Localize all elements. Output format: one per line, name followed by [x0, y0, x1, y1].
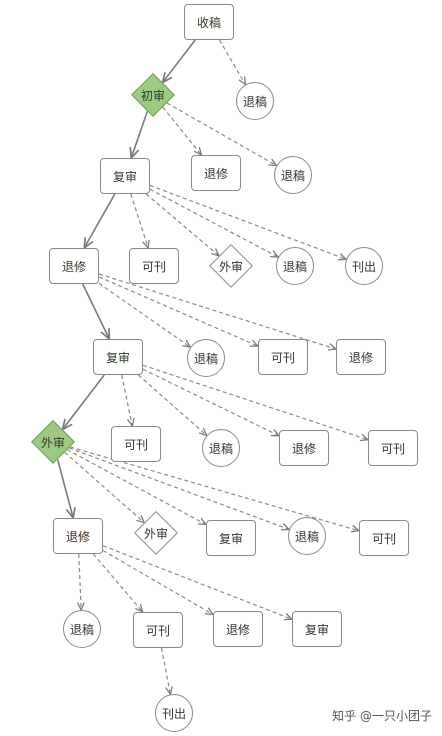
node-reject: 退稿 [187, 339, 225, 377]
branch-arrow [162, 106, 202, 155]
node-acceptable: 可刊 [133, 612, 183, 648]
node-label: 外审 [218, 259, 243, 274]
node-label: 退稿 [208, 441, 233, 456]
node-label: 可刊 [145, 623, 170, 638]
node-label: 刊出 [161, 706, 186, 721]
node-revise: 退修 [279, 430, 329, 466]
node-reject: 退稿 [274, 156, 312, 194]
node-label: 外审 [40, 435, 65, 450]
branch-arrow [145, 193, 219, 256]
node-label: 外审 [143, 526, 168, 541]
node-external-review: 外审 [31, 420, 75, 464]
main-flow-arrow [131, 111, 149, 158]
branch-arrow [218, 39, 245, 85]
node-acceptable: 可刊 [368, 430, 418, 466]
node-external-review: 外审 [209, 244, 253, 288]
node-re-review: 复审 [100, 158, 150, 194]
node-label: 退修 [61, 259, 86, 274]
node-receive: 收稿 [184, 4, 234, 40]
node-label: 退稿 [69, 622, 94, 637]
node-re-review: 复审 [292, 611, 342, 647]
main-flow-arrow [63, 374, 105, 430]
main-flow-arrow [56, 459, 74, 518]
branch-arrow [67, 449, 206, 525]
watermark-text: 知乎 @一只小团子 [332, 709, 432, 723]
node-re-review: 复审 [93, 339, 143, 375]
node-label: 复审 [105, 350, 130, 365]
node-label: 可刊 [270, 350, 295, 365]
node-label: 退稿 [242, 94, 267, 109]
node-label: 刊出 [351, 259, 376, 274]
node-label: 复审 [218, 531, 243, 546]
branch-arrow [121, 374, 133, 426]
node-label: 退修 [203, 166, 228, 181]
node-acceptable: 可刊 [111, 426, 161, 462]
node-label: 复审 [304, 622, 329, 637]
node-label: 初审 [140, 88, 165, 103]
node-label: 退稿 [193, 351, 218, 366]
node-initial-review: 初审 [131, 73, 175, 117]
node-label: 退修 [225, 622, 250, 637]
node-reject: 退稿 [236, 82, 274, 120]
node-revise: 退修 [213, 611, 263, 647]
branch-arrow [79, 553, 81, 610]
branch-arrow [68, 447, 289, 529]
node-published: 刊出 [155, 694, 193, 732]
node-revise: 退修 [49, 248, 99, 284]
branch-arrow [149, 188, 278, 257]
node-reject: 退稿 [202, 429, 240, 467]
branch-arrow [137, 374, 206, 435]
node-label: 退稿 [294, 529, 319, 544]
node-reject: 退稿 [63, 610, 101, 648]
node-label: 可刊 [371, 531, 396, 546]
node-label: 可刊 [123, 437, 148, 452]
node-label: 复审 [112, 169, 137, 184]
branch-arrow [102, 550, 213, 615]
node-label: 退修 [65, 529, 90, 544]
branch-arrow [142, 368, 279, 436]
node-revise: 退修 [191, 155, 241, 191]
node-revise: 退修 [336, 339, 386, 375]
node-acceptable: 可刊 [129, 248, 179, 284]
branch-arrow [64, 451, 145, 522]
node-published: 刊出 [345, 247, 383, 285]
main-flow-arrow [163, 39, 196, 83]
node-re-review: 复审 [206, 520, 256, 556]
branch-arrow [130, 193, 148, 248]
node-label: 可刊 [380, 441, 405, 456]
node-label: 退修 [291, 441, 316, 456]
branch-arrow [142, 364, 368, 439]
branch-arrow [166, 102, 277, 166]
main-flow-arrow [84, 193, 116, 248]
node-reject: 退稿 [288, 517, 326, 555]
branch-arrow [102, 545, 292, 620]
node-acceptable: 可刊 [258, 339, 308, 375]
node-label: 退稿 [282, 259, 307, 274]
branch-arrow [160, 647, 170, 694]
branch-arrow [98, 282, 190, 347]
main-flow-arrow [81, 283, 110, 339]
node-reject: 退稿 [276, 247, 314, 285]
node-external-review: 外审 [134, 511, 178, 555]
node-label: 退修 [348, 350, 373, 365]
node-label: 收稿 [196, 15, 221, 30]
node-label: 退稿 [280, 168, 305, 183]
node-label: 可刊 [141, 259, 166, 274]
branch-arrow [98, 276, 258, 346]
branch-arrow [92, 553, 142, 612]
node-revise: 退修 [53, 518, 103, 554]
node-acceptable: 可刊 [359, 520, 409, 556]
